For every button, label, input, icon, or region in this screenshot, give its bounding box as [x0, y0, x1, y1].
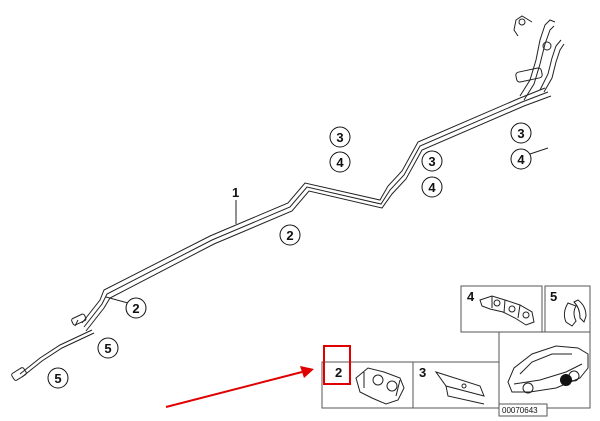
parts-inset — [321, 285, 591, 409]
callout-3a-text: 3 — [336, 130, 343, 145]
upper-right-fittings — [513, 15, 565, 101]
part-label-1: 1 — [232, 185, 239, 200]
bracket-part-3 — [434, 371, 485, 405]
inset-cell-4: 4 — [467, 289, 475, 304]
holder-part-2 — [355, 367, 405, 405]
callout-5a-text: 5 — [104, 341, 111, 356]
callout-4c-text: 4 — [517, 152, 525, 167]
callout-2-mid-text: 2 — [286, 228, 293, 243]
callout-4b-text: 4 — [428, 180, 436, 195]
callout-4c — [510, 148, 532, 170]
highlight-box — [323, 345, 351, 385]
catalog-box — [498, 403, 548, 417]
callout-3b-text: 3 — [428, 154, 435, 169]
callout-3c-text: 3 — [517, 126, 524, 141]
callout-3c — [510, 122, 532, 144]
red-arrow — [165, 366, 314, 408]
inset-cell-2: 2 — [335, 365, 342, 380]
inset-cell-3: 3 — [419, 365, 426, 380]
callout-5b — [47, 367, 69, 389]
clip-part-5 — [563, 299, 587, 327]
callout-2-left — [125, 297, 147, 319]
callout-2-mid — [279, 224, 301, 246]
callouts — [47, 122, 532, 389]
callout-4b — [421, 176, 443, 198]
clip-part-4 — [479, 295, 535, 326]
inset-cell-5: 5 — [550, 289, 557, 304]
callout-3a — [329, 126, 351, 148]
catalog-number: 00070643 — [502, 406, 538, 415]
leader-lines — [105, 147, 549, 304]
callout-4a-text: 4 — [336, 155, 344, 170]
callout-5a — [97, 337, 119, 359]
fuel-line-bundle — [81, 87, 552, 332]
callout-3b — [421, 150, 443, 172]
callout-5b-text: 5 — [54, 371, 61, 386]
location-marker — [560, 374, 572, 386]
callout-4a — [329, 151, 351, 173]
callout-2-left-text: 2 — [132, 301, 139, 316]
car-locator — [507, 345, 589, 394]
lower-left-pipe — [11, 313, 95, 381]
